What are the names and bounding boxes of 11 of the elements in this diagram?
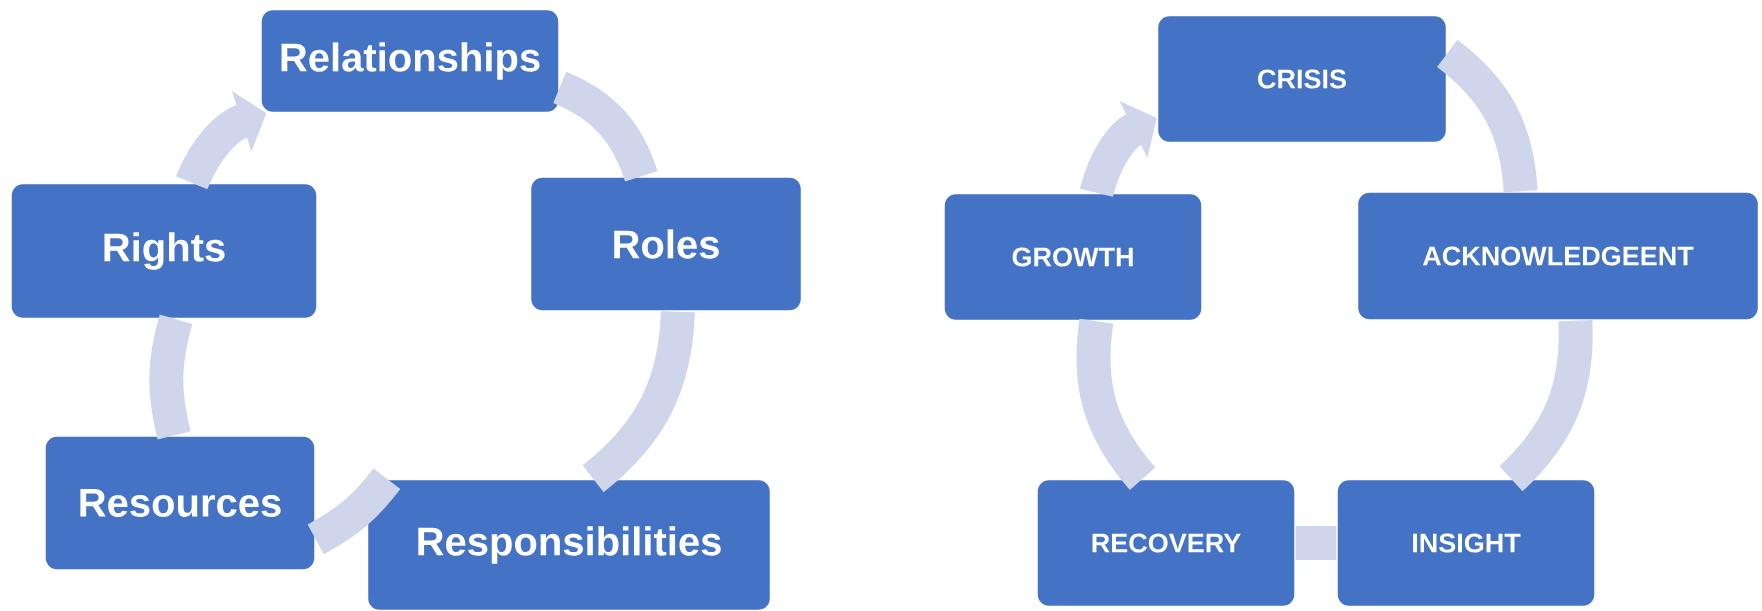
process-box: GROWTH bbox=[943, 192, 1203, 322]
process-box: Rights bbox=[10, 182, 318, 320]
process-box: INSIGHT bbox=[1336, 478, 1596, 608]
process-box: Resources bbox=[44, 435, 316, 571]
process-box: ACKNOWLEDGEENT bbox=[1356, 191, 1760, 321]
process-box: Roles bbox=[529, 176, 803, 312]
process-box: RECOVERY bbox=[1036, 478, 1296, 608]
process-box: Responsibilities bbox=[366, 478, 772, 611]
process-box: Relationships bbox=[260, 8, 560, 114]
process-box: CRISIS bbox=[1156, 14, 1448, 144]
cycle-arrow bbox=[1080, 100, 1157, 198]
